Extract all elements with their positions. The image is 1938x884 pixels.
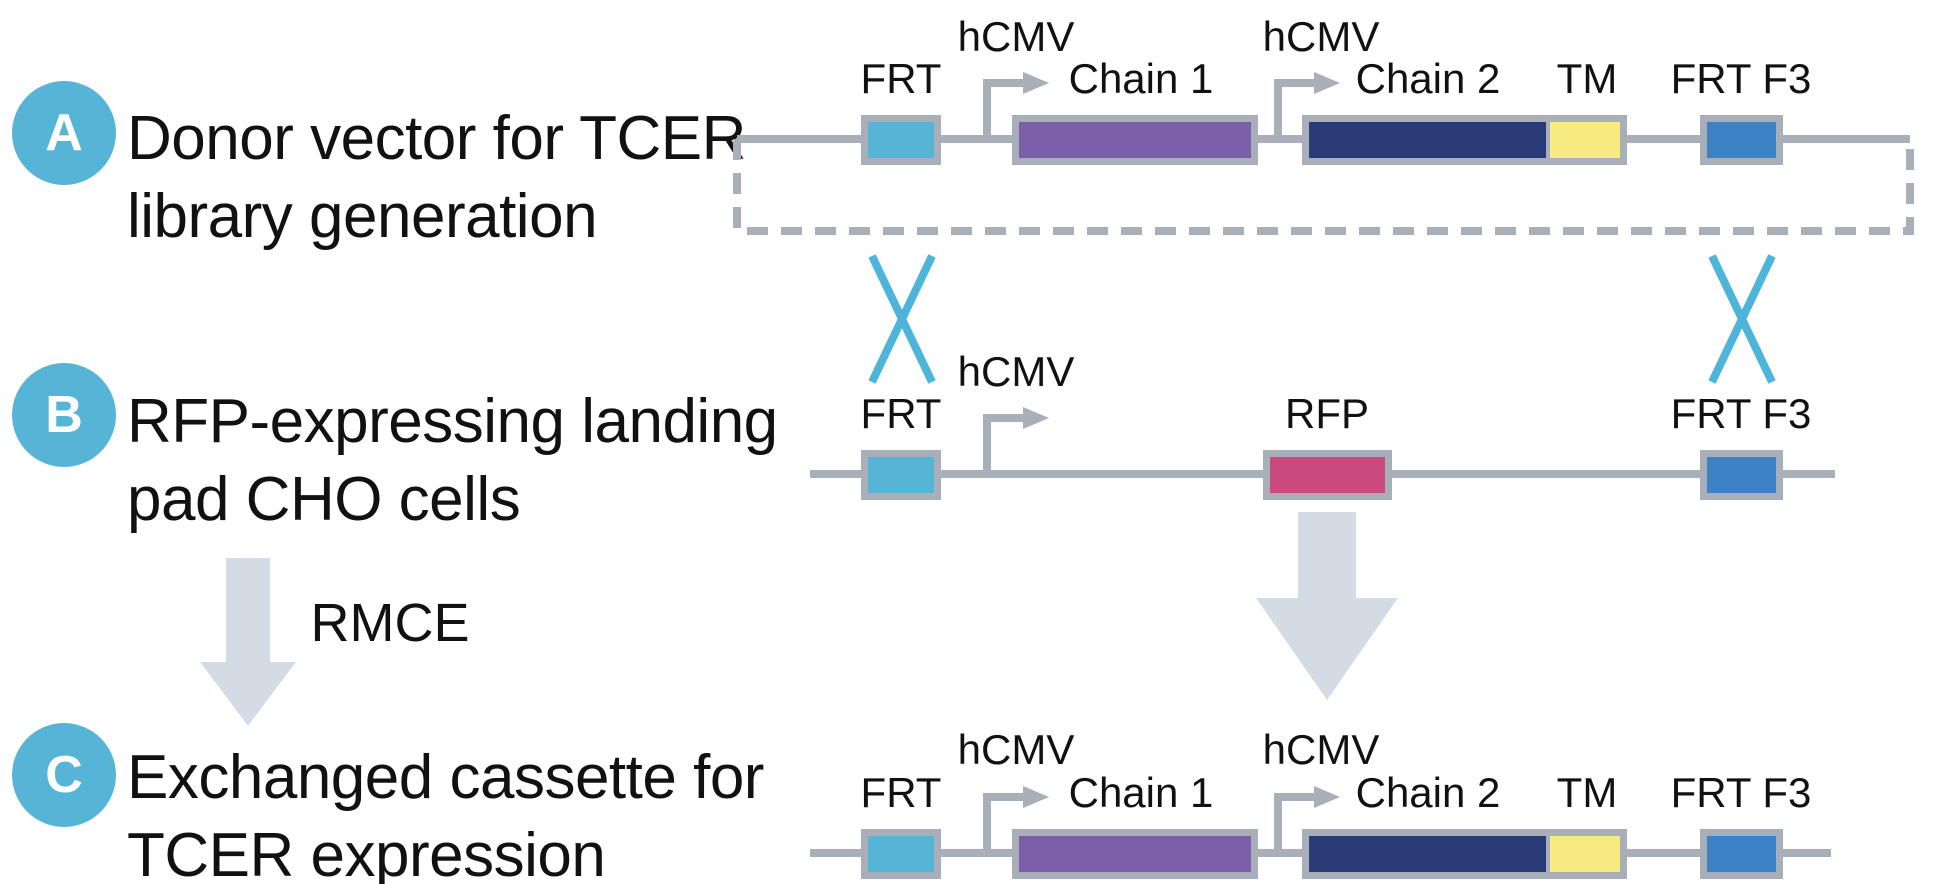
panel-c-caption-line2: TCER expression — [127, 821, 606, 884]
exchanged-chain1-label: Chain 1 — [1068, 769, 1214, 816]
donor-frt-f3-site-box — [1700, 115, 1783, 165]
panel-a-caption: Donor vector for TCER library generation — [127, 100, 746, 256]
donor-chain2-segment — [1309, 122, 1546, 158]
donor-chain1-gene-box — [1012, 115, 1258, 165]
panel-a-caption-line2: library generation — [127, 182, 598, 251]
exchanged-chain2-label: Chain 2 — [1355, 769, 1501, 816]
landing-hcmv-label: hCMV — [957, 348, 1075, 395]
donor-chain1-label: Chain 1 — [1068, 55, 1214, 102]
exchanged-hcmv1-label: hCMV — [957, 726, 1075, 773]
promoter-arrow-icon — [983, 407, 1049, 470]
panel-a-caption-line1: Donor vector for TCER — [127, 104, 746, 173]
panel-c-caption: Exchanged cassette for TCER expression — [127, 739, 764, 884]
donor-hcmv2-label: hCMV — [1262, 13, 1380, 60]
recombination-cross-right-icon — [1708, 254, 1776, 384]
panel-a-badge-letter: A — [45, 104, 83, 162]
panel-c-caption-line1: Exchanged cassette for — [127, 743, 764, 812]
landing-frt-f3-site-box — [1700, 450, 1783, 500]
panel-c-badge-letter: C — [45, 746, 83, 804]
exchanged-chain2-segment — [1309, 836, 1546, 872]
exchange-arrow-icon — [1256, 512, 1398, 700]
panel-a-badge: A — [12, 81, 116, 185]
rmce-arrow-icon — [200, 558, 296, 726]
panel-b-caption: RFP-expressing landing pad CHO cells — [127, 383, 778, 539]
exchanged-chain1-gene-box — [1012, 829, 1258, 879]
donor-chain2-label: Chain 2 — [1355, 55, 1501, 102]
promoter-arrow-icon — [983, 786, 1049, 849]
promoter-arrow-icon — [1274, 72, 1340, 135]
landing-frt-f3-label: FRT F3 — [1670, 390, 1812, 437]
donor-hcmv1-label: hCMV — [957, 13, 1075, 60]
donor-frt-label: FRT — [860, 55, 942, 102]
promoter-arrow-icon — [983, 72, 1049, 135]
exchanged-frt-f3-label: FRT F3 — [1670, 769, 1812, 816]
recombination-cross-left-icon — [868, 254, 936, 384]
exchanged-tm-label: TM — [1556, 769, 1618, 816]
exchanged-tm-segment — [1550, 836, 1620, 872]
exchanged-hcmv2-label: hCMV — [1262, 726, 1380, 773]
panel-b-caption-line2: pad CHO cells — [127, 465, 521, 534]
donor-chain2-tm-gene-box — [1302, 115, 1627, 165]
exchanged-frt-f3-site-box — [1700, 829, 1783, 879]
donor-tm-label: TM — [1556, 55, 1618, 102]
donor-frt-f3-label: FRT F3 — [1670, 55, 1812, 102]
landing-rfp-label: RFP — [1285, 390, 1369, 437]
panel-b-badge: B — [12, 363, 116, 467]
exchanged-frt-label: FRT — [860, 769, 942, 816]
exchanged-chain2-tm-gene-box — [1302, 829, 1627, 879]
landing-rfp-gene-box — [1263, 450, 1392, 500]
landing-frt-label: FRT — [860, 390, 942, 437]
rmce-label: RMCE — [310, 593, 470, 653]
panel-c-badge: C — [12, 723, 116, 827]
panel-b-caption-line1: RFP-expressing landing — [127, 387, 778, 456]
panel-b-badge-letter: B — [45, 386, 83, 444]
landing-frt-site-box — [861, 450, 941, 500]
exchanged-frt-site-box — [861, 829, 941, 879]
donor-frt-site-box — [861, 115, 941, 165]
vector-boundary-dashed-icon — [733, 139, 1914, 235]
promoter-arrow-icon — [1274, 786, 1340, 849]
donor-tm-segment — [1550, 122, 1620, 158]
